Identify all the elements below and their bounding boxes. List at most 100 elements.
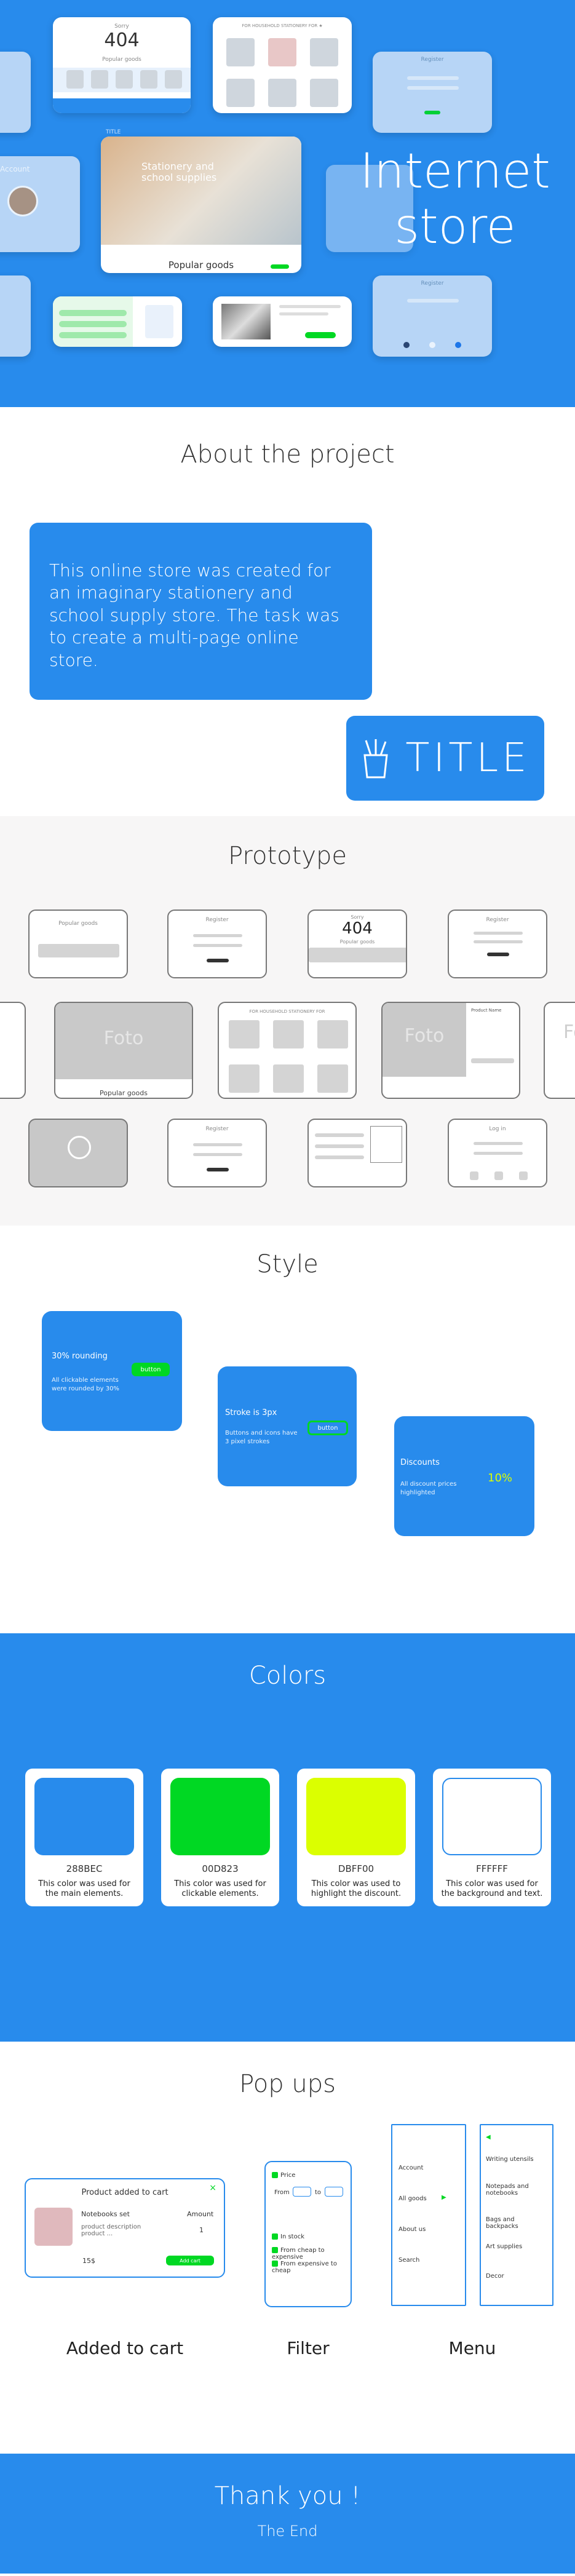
wf-popular-goods: Popular goods: [100, 1089, 148, 1097]
wf-account: [28, 1119, 128, 1187]
filter-price-row[interactable]: Price: [272, 2172, 295, 2179]
mock-thumb: [140, 70, 157, 89]
submenu-item[interactable]: Writing utensils: [486, 2156, 534, 2163]
submenu-item[interactable]: Bags and backpacks: [486, 2216, 518, 2230]
cart-price: 15$: [82, 2257, 95, 2265]
filter-popup: Price From to In stock From cheap to exp…: [264, 2161, 352, 2307]
style-card-discounts: Discounts 10% All discount prices highli…: [394, 1416, 534, 1536]
mock-title-label: TITLE: [106, 129, 121, 135]
mock-account-label: Account: [0, 165, 30, 173]
filter-cheap-label: From cheap to expensive: [272, 2247, 325, 2261]
wf-bar: [315, 1155, 364, 1159]
color-hex: 00D823: [202, 1863, 239, 1874]
submenu-item[interactable]: Notepads and notebooks: [486, 2183, 529, 2197]
logo-text: TITLE: [405, 735, 531, 781]
wf-popular: Popular goods: [28, 910, 128, 978]
mock-404-code: 404: [104, 30, 140, 51]
mock-thumb: [66, 70, 84, 89]
wf-login-title: Log in: [489, 1126, 506, 1132]
prototype-heading: Prototype: [228, 842, 347, 870]
filter-expensive-label: From expensive to cheap: [272, 2261, 337, 2274]
chevron-left-icon[interactable]: ◀: [486, 2134, 491, 2141]
user-icon: [68, 1136, 91, 1159]
wf-bar: [519, 1171, 528, 1180]
checkbox-icon[interactable]: [272, 2172, 278, 2178]
wf-bar: [207, 1168, 229, 1171]
color-desc: This color was used for the main element…: [38, 1879, 130, 1899]
filter-expensive-row[interactable]: From expensive to cheap: [272, 2261, 351, 2274]
filter-from-label: From: [274, 2189, 290, 2196]
mock-button: [305, 332, 336, 338]
wf-bar: [474, 940, 523, 943]
about-text-box: This online store was created for an ima…: [30, 523, 372, 700]
mock-line: [279, 312, 328, 315]
cart-amount-value[interactable]: 1: [199, 2226, 204, 2234]
menu-item-about[interactable]: About us: [399, 2226, 426, 2233]
mock-register-title: Register: [421, 57, 444, 63]
mock-cart-row: [59, 321, 127, 327]
color-swatch: [306, 1778, 406, 1855]
style-card-stroke: Stroke is 3px button Buttons and icons h…: [218, 1366, 357, 1486]
wf-bar: [474, 1152, 523, 1155]
mock-cart-row: [59, 310, 127, 316]
mock-cart-page: [53, 296, 182, 347]
menu-popup: Account All goods ▶ About us Search: [391, 2124, 466, 2306]
filter-to-input[interactable]: [325, 2187, 343, 2197]
color-desc: This color was used for clickable elemen…: [174, 1879, 266, 1899]
menu-item-search[interactable]: Search: [399, 2257, 420, 2264]
mock-home-caption: Stationery and school supplies: [141, 161, 217, 183]
mock-register-page-2: Register: [373, 275, 492, 357]
close-icon[interactable]: ×: [209, 2183, 216, 2193]
checkbox-icon[interactable]: [272, 2247, 278, 2253]
wf-category: FOR HOUSEHOLD STATIONERY FOR: [218, 1002, 357, 1099]
wf-bar: [38, 944, 119, 957]
wf-cart: [307, 1119, 407, 1187]
submenu-item[interactable]: Decor: [486, 2273, 504, 2280]
checkbox-icon[interactable]: [272, 2233, 278, 2240]
add-cart-button[interactable]: Add cart: [166, 2256, 214, 2265]
wf-bar: [193, 1153, 242, 1156]
menu-item-account[interactable]: Account: [399, 2165, 424, 2171]
chevron-right-icon[interactable]: ▶: [442, 2194, 446, 2201]
filter-in-stock-row[interactable]: In stock: [272, 2233, 304, 2240]
mock-home-page: Stationery and school supplies Popular g…: [101, 137, 301, 273]
filter-cheap-row[interactable]: From cheap to expensive: [272, 2247, 351, 2261]
style-card-discounts-text: All discount prices highlighted: [400, 1481, 457, 1496]
color-desc: This color was used to highlight the dis…: [311, 1879, 402, 1899]
wf-bar: [317, 1020, 348, 1048]
wf-photo: [55, 1003, 192, 1079]
prototype-section: Prototype Popular goods Register Sorry 4…: [0, 816, 575, 1226]
end-title: Thank you !: [214, 2482, 361, 2510]
style-heading: Style: [256, 1250, 319, 1278]
filter-from-input[interactable]: [293, 2187, 311, 2197]
wf-register-title: Register: [486, 917, 509, 923]
hero-title: Internet store: [344, 144, 566, 255]
mock-field: [407, 86, 459, 90]
wf-register-2: Register: [448, 910, 547, 978]
style-card-stroke-text: Buttons and icons have 3 pixel strokes: [225, 1430, 298, 1445]
checkbox-icon[interactable]: [272, 2261, 278, 2267]
social-icon: [455, 342, 461, 348]
submenu-popup: ◀ Writing utensils Notepads and notebook…: [480, 2124, 553, 2306]
mock-line: [279, 305, 341, 308]
caption-menu: Menu: [448, 2338, 496, 2358]
sample-button[interactable]: button: [132, 1363, 170, 1376]
wf-bar: [317, 1064, 348, 1093]
wf-product: Foto Product Name: [381, 1002, 520, 1099]
mock-thumb: [165, 70, 182, 89]
sample-outline-button[interactable]: button: [307, 1421, 348, 1435]
submenu-item[interactable]: Art supplies: [486, 2243, 523, 2250]
mock-edge-card: [0, 52, 31, 133]
wf-foto: Foto: [563, 1021, 575, 1043]
social-icon: [429, 342, 435, 348]
mock-footer: [53, 98, 191, 113]
pencil-cup-icon: [363, 739, 389, 779]
color-swatch: [442, 1778, 542, 1855]
filter-price-label: Price: [280, 2172, 296, 2179]
mock-field: [407, 76, 459, 80]
wf-bar: [193, 944, 242, 947]
menu-item-all-goods[interactable]: All goods: [399, 2195, 427, 2202]
wf-login: Log in: [448, 1119, 547, 1187]
mock-product-photo: [221, 304, 271, 339]
mock-product-page: [213, 296, 352, 347]
